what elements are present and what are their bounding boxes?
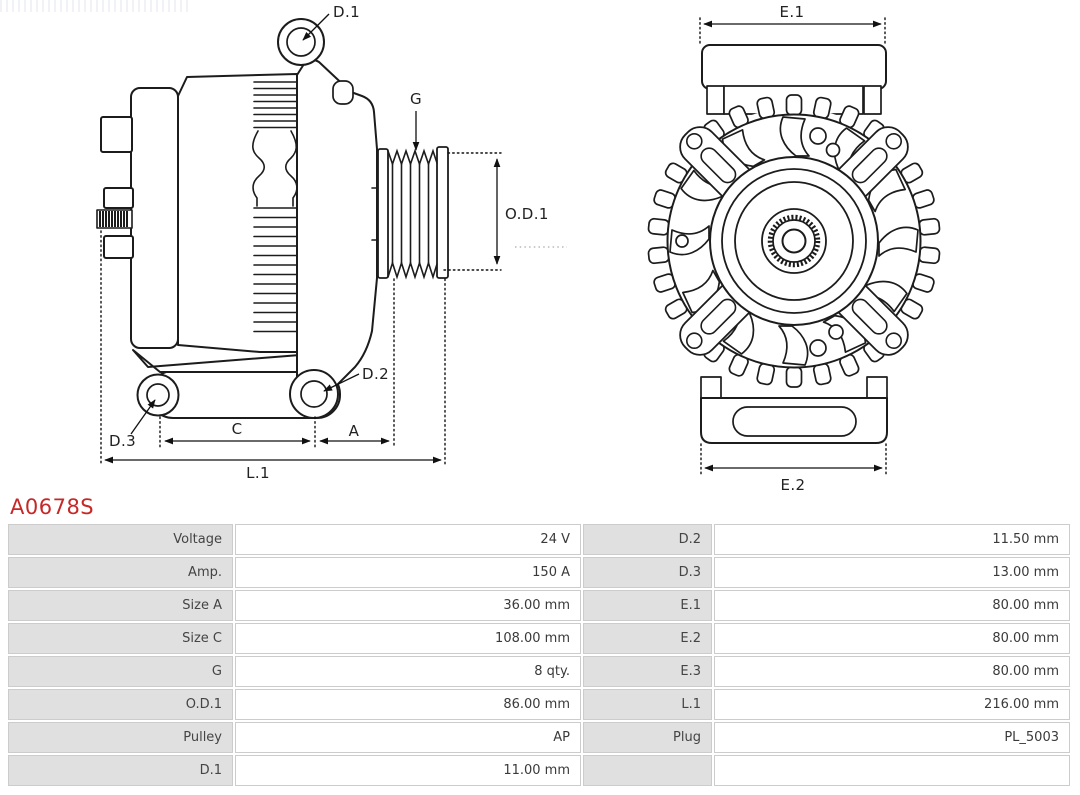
dim-label-d1: D.1	[333, 3, 360, 21]
part-number: A0678S	[10, 495, 95, 519]
spec-value-cell: 108.00 mm	[235, 623, 581, 654]
terminal-block	[96, 209, 133, 229]
dim-label-l1: L.1	[246, 464, 270, 482]
dim-label-e2: E.2	[781, 476, 806, 494]
spec-label-cell: Pulley	[8, 722, 233, 753]
rear-housing	[130, 87, 179, 349]
spec-value-cell	[714, 755, 1070, 786]
spec-label-cell: Size C	[8, 623, 233, 654]
spec-value-cell: 11.00 mm	[235, 755, 581, 786]
alternator-side-view	[96, 18, 449, 419]
top-bracket	[701, 44, 887, 115]
dimension-annotations: D.1 G O.D.1 D.2 D.3 C A L.1 E.1 E.2	[100, 3, 887, 494]
spec-value-cell: 24 V	[235, 524, 581, 555]
spec-value-cell: 150 A	[235, 557, 581, 588]
shaft-hole	[781, 228, 807, 254]
front-housing	[296, 58, 378, 395]
spec-value-cell: 80.00 mm	[714, 590, 1070, 621]
spec-value-cell: 8 qty.	[235, 656, 581, 687]
spec-label-cell: O.D.1	[8, 689, 233, 720]
vent-holes	[675, 127, 844, 357]
dim-label-e1: E.1	[780, 3, 805, 21]
spec-label-cell: D.3	[583, 557, 712, 588]
spec-label-cell: Voltage	[8, 524, 233, 555]
mounting-foot-left	[136, 373, 180, 417]
dim-label-g: G	[410, 90, 422, 108]
spec-label-cell: Plug	[583, 722, 712, 753]
spec-label-cell: D.2	[583, 524, 712, 555]
alternator-front-view	[647, 44, 941, 444]
spec-value-cell: PL_5003	[714, 722, 1070, 753]
spec-value-cell: 13.00 mm	[714, 557, 1070, 588]
dim-label-a: A	[349, 422, 360, 440]
spec-label-cell: L.1	[583, 689, 712, 720]
dim-label-d2: D.2	[362, 365, 389, 383]
watermark-logo	[0, 0, 190, 12]
dim-label-od1: O.D.1	[505, 205, 549, 223]
spec-value-cell: 80.00 mm	[714, 656, 1070, 687]
dim-label-c: C	[232, 420, 243, 438]
shaft-hub	[709, 156, 879, 326]
spec-label-cell: E.1	[583, 590, 712, 621]
spline-teeth	[767, 214, 821, 268]
bottom-bracket	[700, 376, 888, 444]
spec-value-cell: 36.00 mm	[235, 590, 581, 621]
spec-value-cell: 11.50 mm	[714, 524, 1070, 555]
spec-label-cell: Amp.	[8, 557, 233, 588]
spec-value-cell: AP	[235, 722, 581, 753]
dim-label-d3: D.3	[109, 432, 136, 450]
spec-label-cell: Size A	[8, 590, 233, 621]
technical-diagram: D.1 G O.D.1 D.2 D.3 C A L.1 E.1 E.2	[96, 3, 941, 494]
spec-label-cell: E.2	[583, 623, 712, 654]
mounting-foot-right	[289, 369, 339, 419]
spec-label-cell: E.3	[583, 656, 712, 687]
spec-label-cell: D.1	[8, 755, 233, 786]
spec-value-cell: 216.00 mm	[714, 689, 1070, 720]
spec-value-cell: 80.00 mm	[714, 623, 1070, 654]
spec-value-cell: 86.00 mm	[235, 689, 581, 720]
spec-label-cell	[583, 755, 712, 786]
pulley	[371, 146, 449, 280]
spec-label-cell: G	[8, 656, 233, 687]
